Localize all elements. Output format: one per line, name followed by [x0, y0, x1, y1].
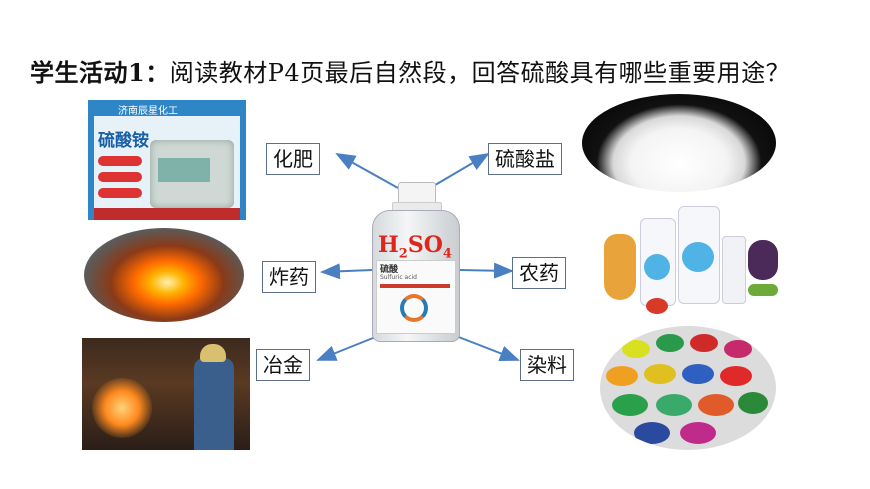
bottle-formula: H2SO4	[378, 232, 452, 261]
use-label-metallurgy: 冶金	[256, 349, 310, 381]
dye-image	[600, 326, 776, 450]
arrow-sulfate	[429, 152, 490, 189]
bottle-logo-icon	[400, 294, 428, 322]
activity-heading-lead: 学生活动1：	[30, 58, 170, 87]
use-label-fertilizer: 化肥	[266, 143, 320, 175]
pesticide-image	[602, 206, 780, 316]
formula-so-sub: 4	[442, 246, 452, 262]
use-label-dye: 染料	[520, 349, 574, 381]
formula-so: SO	[407, 232, 443, 258]
arrow-pesticide	[459, 262, 514, 279]
sulfate-powder-image	[582, 94, 776, 192]
arrow-fertilizer	[335, 153, 399, 189]
bottle-label-cn: 硫酸	[380, 265, 399, 275]
metallurgy-image	[82, 338, 250, 450]
bag-brand: 济南辰星化工	[118, 106, 178, 117]
activity-heading: 学生活动1：阅读教材P4页最后自然段，回答硫酸具有哪些重要用途？	[30, 55, 850, 91]
arrow-explosive	[320, 263, 373, 280]
explosion-image	[84, 228, 244, 322]
bag-product: 硫酸铵	[98, 131, 149, 151]
formula-h: H	[378, 232, 399, 258]
sulfuric-acid-bottle: H2SO4 硫酸 Sulfuric acid	[370, 182, 462, 342]
activity-heading-question: 阅读教材P4页最后自然段，回答硫酸具有哪些重要用途？	[169, 59, 791, 87]
use-label-pesticide: 农药	[512, 257, 566, 289]
formula-h-sub: 2	[398, 246, 408, 262]
arrow-dye	[455, 335, 520, 361]
bottle-label-en: Sulfuric acid	[380, 274, 417, 281]
arrow-metallurgy	[316, 335, 379, 361]
use-label-sulfate: 硫酸盐	[488, 143, 562, 175]
use-label-explosive: 炸药	[262, 261, 316, 293]
fertilizer-bag-image: 济南辰星化工 硫酸铵	[88, 100, 246, 220]
